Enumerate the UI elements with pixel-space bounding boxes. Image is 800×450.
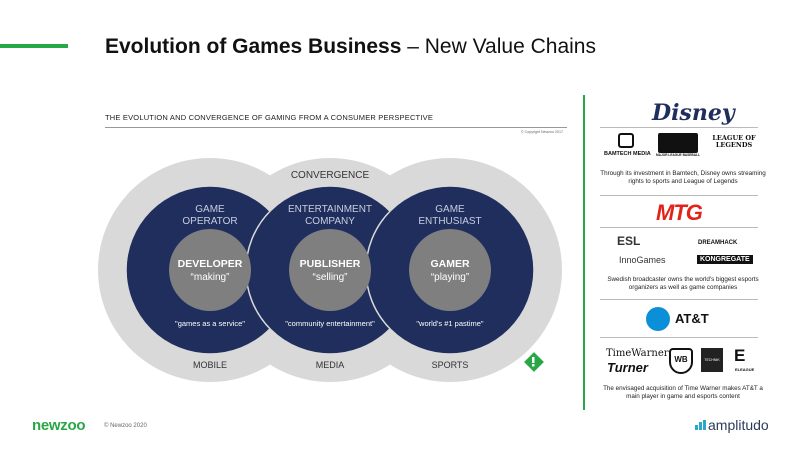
mtg-caption: Swedish broadcaster owns the world's big… <box>607 276 759 291</box>
technik-logo: TECHNIK <box>701 348 723 372</box>
segment-right: SPORTS <box>432 360 469 370</box>
section-divider <box>583 95 585 410</box>
bamtech-icon <box>618 133 634 148</box>
innogames-logo: InnoGames <box>619 255 666 265</box>
att-caption: The envisaged acquisition of Time Warner… <box>603 385 763 400</box>
figure-subtitle: THE EVOLUTION AND CONVERGENCE OF GAMING … <box>105 113 434 122</box>
att-rule <box>600 337 758 338</box>
segment-left: MOBILE <box>193 360 227 370</box>
league-of-legends-logo: LEAGUE OF LEGENDS <box>712 134 756 149</box>
newzoo-brand: newzoo <box>32 417 86 434</box>
mlb-icon <box>658 133 698 153</box>
wb-logo: WB <box>669 348 693 374</box>
timewarner-logo: TimeWarner <box>606 348 669 359</box>
action-right: “playing” <box>431 272 469 283</box>
amplitudo-bars-icon <box>695 420 706 430</box>
quote-middle: "community entertainment" <box>285 319 375 328</box>
esl-logo: ESL <box>617 234 641 248</box>
page-title: Evolution of Games Business – New Value … <box>105 35 596 58</box>
figure-copyright: © Copyright Newzoo 2017 <box>521 130 564 134</box>
action-middle: “selling” <box>312 272 347 283</box>
disney-caption: Through its investment in Bamtech, Disne… <box>600 170 766 185</box>
quote-right: "world's #1 pastime" <box>416 319 484 328</box>
eleague-logo: ELEAGUE <box>735 367 755 372</box>
role-left-line1: GAME <box>195 204 225 215</box>
accent-bar <box>0 44 68 48</box>
mtg-rule <box>600 227 758 228</box>
actor-middle: PUBLISHER <box>300 258 361 270</box>
role-right-line2: ENTHUSIAST <box>418 216 481 227</box>
action-left: “making” <box>191 272 230 283</box>
subtitle-rule <box>105 127 567 128</box>
disney-logo: Disney <box>652 100 735 126</box>
inner-circle-right <box>409 229 491 311</box>
disney-rule <box>600 127 758 128</box>
mtg-logo: MTG <box>656 200 703 225</box>
inner-circle-middle <box>289 229 371 311</box>
inner-circle-left <box>169 229 251 311</box>
mlb-logo: MAJOR LEAGUE BASEBALL <box>656 153 700 157</box>
segment-middle: MEDIA <box>316 360 345 370</box>
att-logo: AT&T <box>675 311 709 326</box>
dreamhack-logo: DREAMHACK <box>698 240 738 246</box>
bamtech-logo: BAMTECH MEDIA <box>604 151 651 157</box>
kongregate-logo: KONGREGATE <box>697 255 753 264</box>
amplitudo-brand: amplitudo <box>695 417 769 433</box>
role-middle-line2: COMPANY <box>305 216 355 227</box>
newzoo-mark-icon <box>524 352 544 372</box>
disney-bottom-rule <box>600 195 758 196</box>
att-globe-icon <box>646 307 670 331</box>
actor-right: GAMER <box>430 258 470 270</box>
footer-copyright: © Newzoo 2020 <box>104 423 147 429</box>
role-middle-line1: ENTERTAINMENT <box>288 204 372 215</box>
convergence-label: CONVERGENCE <box>291 170 370 181</box>
eleague-icon: E <box>734 346 746 365</box>
role-left-line2: OPERATOR <box>182 216 237 227</box>
quote-left: "games as a service" <box>175 319 245 328</box>
actor-left: DEVELOPER <box>178 258 243 270</box>
role-right-line1: GAME <box>435 204 465 215</box>
turner-logo: Turner <box>607 360 648 375</box>
mtg-bottom-rule <box>600 299 758 300</box>
